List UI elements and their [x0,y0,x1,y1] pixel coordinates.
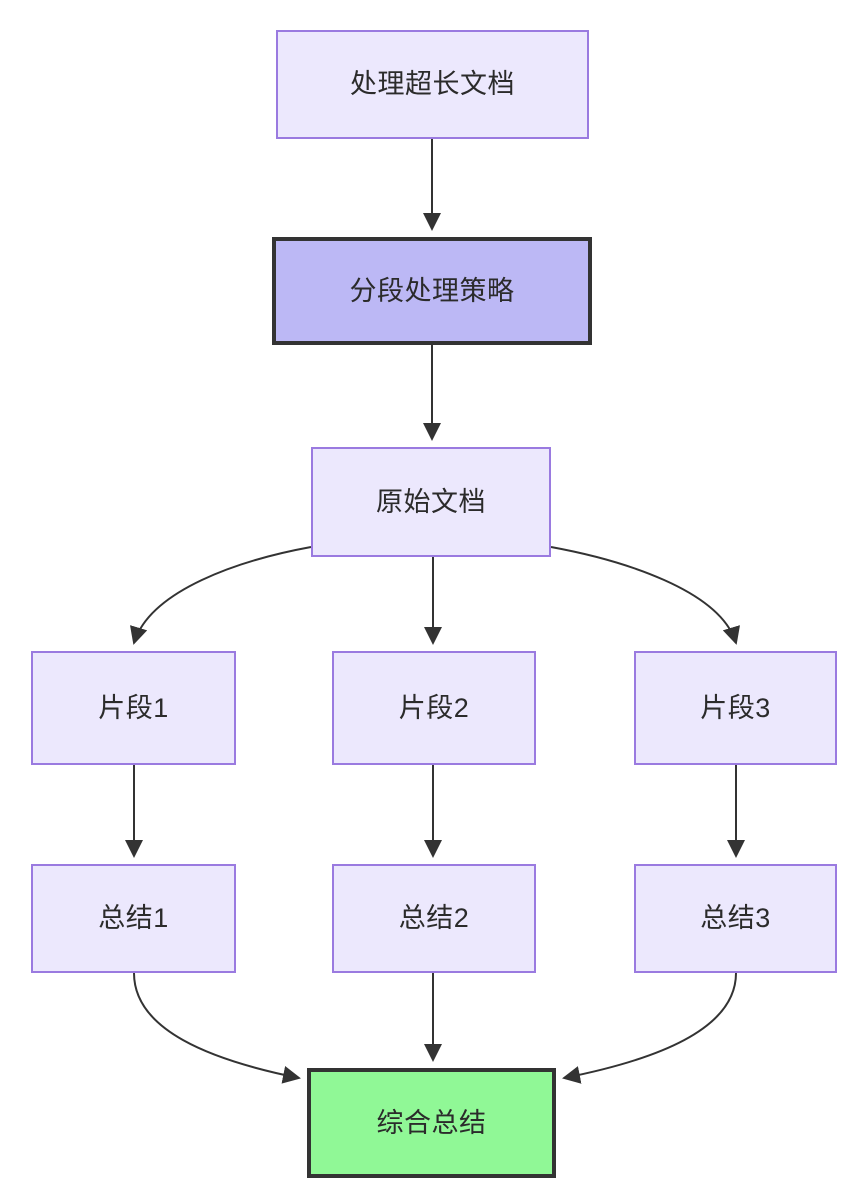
node-label: 片段2 [398,692,470,723]
edge-doc_src-to-chunk3 [550,546,740,645]
node-label: 片段1 [98,692,169,723]
node-doc_src[interactable]: 原始文档 [311,447,551,557]
node-label: 总结3 [700,903,771,934]
node-final[interactable]: 综合总结 [307,1068,556,1178]
node-chunk1[interactable]: 片段1 [31,651,236,765]
node-label: 原始文档 [376,486,486,517]
node-label: 总结1 [98,903,169,934]
edge-doc_src-to-chunk1 [130,546,312,645]
edge-summary3-to-final [562,972,737,1084]
node-label: 片段3 [700,692,771,723]
node-summary3[interactable]: 总结3 [634,864,837,973]
node-label: 综合总结 [376,1107,487,1138]
node-label: 处理超长文档 [350,69,515,100]
node-label: 分段处理策略 [349,275,515,306]
node-doc_long[interactable]: 处理超长文档 [276,30,589,139]
node-chunk3[interactable]: 片段3 [634,651,837,765]
node-summary1[interactable]: 总结1 [31,864,236,973]
node-chunk2[interactable]: 片段2 [332,651,536,765]
node-summary2[interactable]: 总结2 [332,864,536,973]
node-strategy[interactable]: 分段处理策略 [272,237,592,345]
edge-summary1-to-final [133,972,301,1084]
node-label: 总结2 [398,903,470,934]
